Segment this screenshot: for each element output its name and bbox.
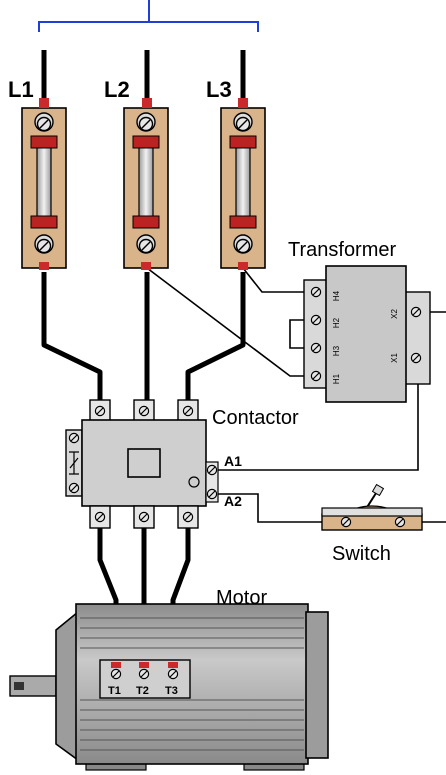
jumper-h2-h3 <box>289 319 312 349</box>
motor-terminal-t2-label: T2 <box>136 685 149 697</box>
motor-terminal-t1-label: T1 <box>108 685 121 697</box>
wire-l3-to-contactor <box>185 272 246 400</box>
coil-a1-label: A1 <box>224 453 242 469</box>
label-l1: L1 <box>8 77 34 102</box>
supply-bracket <box>38 0 259 32</box>
contactor-label: Contactor <box>212 407 299 429</box>
terminal-x2-label: X2 <box>390 309 399 319</box>
terminal-x1-label: X1 <box>390 353 399 363</box>
transformer-label: Transformer <box>288 239 397 261</box>
switch-label: Switch <box>332 543 391 565</box>
fuse-block-l1 <box>21 107 67 270</box>
fuse-block-l3 <box>220 107 266 270</box>
wire-l1-to-contactor <box>41 272 103 400</box>
motor <box>9 603 329 771</box>
terminal-h2-label: H2 <box>332 317 341 328</box>
contactor <box>65 399 219 529</box>
fuse-block-l2 <box>123 107 169 270</box>
toggle-switch <box>321 483 423 531</box>
terminal-h1-label: H1 <box>332 373 341 384</box>
wire-x1-to-a1 <box>216 358 419 471</box>
wire-l3-to-h4 <box>242 267 312 293</box>
motor-terminal-t3-label: T3 <box>165 685 178 697</box>
label-l2: L2 <box>104 77 130 102</box>
terminal-h3-label: H3 <box>332 345 341 356</box>
terminal-h4-label: H4 <box>332 290 341 301</box>
label-l3: L3 <box>206 77 232 102</box>
fuse-lugs <box>39 98 248 108</box>
wire-l2-to-h1 <box>146 267 312 377</box>
coil-a2-label: A2 <box>224 493 242 509</box>
transformer: H4 H2 H3 H1 X2 X1 <box>303 265 431 403</box>
